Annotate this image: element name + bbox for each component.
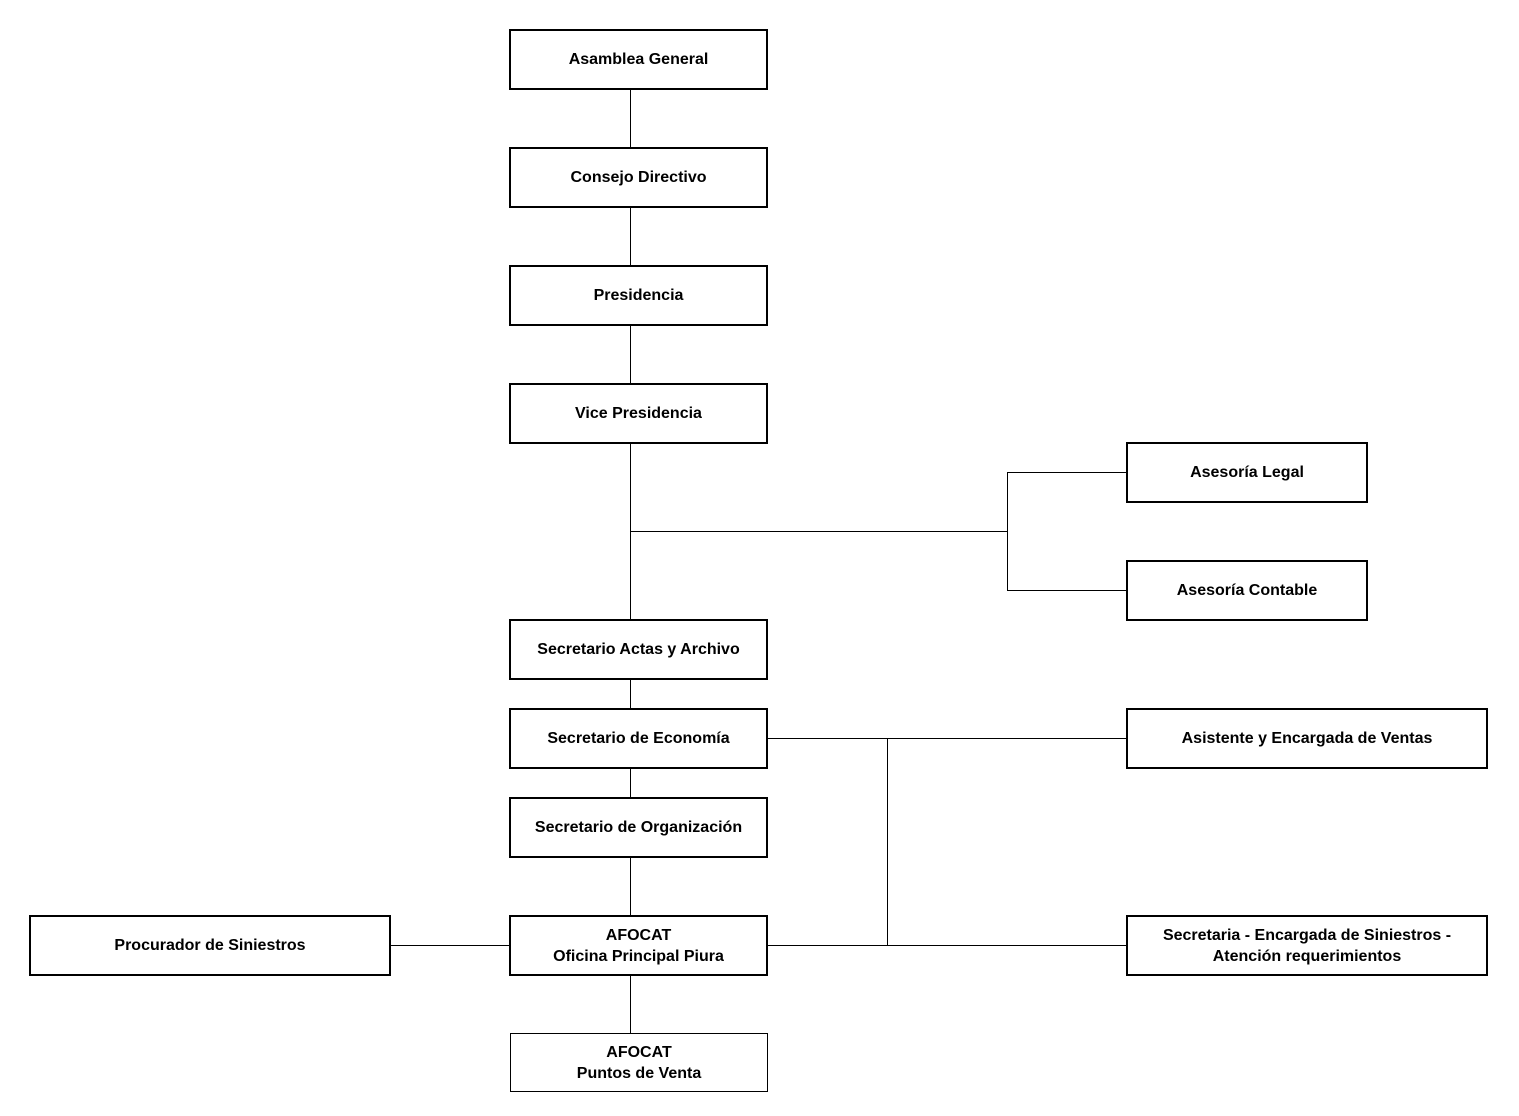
node-label-line1: AFOCAT: [605, 926, 672, 944]
node-label-line2: Puntos de Venta: [576, 1064, 702, 1082]
node-vice-presidencia: Vice Presidencia: [509, 383, 768, 444]
connector-contable: [1007, 590, 1128, 591]
connector-economia-ventas: [767, 738, 1128, 739]
node-afocat-oficina-principal: AFOCAT Oficina Principal Piura: [509, 915, 768, 976]
node-asesoria-legal: Asesoría Legal: [1126, 442, 1368, 503]
node-label: Secretario Actas y Archivo: [537, 641, 740, 658]
node-label: Secretario de Economía: [547, 730, 730, 747]
node-label: Asesoría Legal: [1190, 464, 1304, 481]
node-presidencia: Presidencia: [509, 265, 768, 326]
node-label: Asistente y Encargada de Ventas: [1181, 730, 1433, 747]
connector-legal: [1007, 472, 1128, 473]
node-secretario-economia: Secretario de Economía: [509, 708, 768, 769]
node-afocat-puntos-venta: AFOCAT Puntos de Venta: [510, 1033, 768, 1092]
connector-economia-vertical: [887, 738, 888, 946]
connector-advisory-horizontal: [630, 531, 1008, 532]
node-secretario-actas: Secretario Actas y Archivo: [509, 619, 768, 680]
node-label: Procurador de Siniestros: [114, 937, 306, 954]
node-consejo-directivo: Consejo Directivo: [509, 147, 768, 208]
node-asistente-ventas: Asistente y Encargada de Ventas: [1126, 708, 1488, 769]
node-label: Secretario de Organización: [534, 819, 743, 836]
node-label: Asamblea General: [568, 51, 709, 68]
node-label: Asesoría Contable: [1176, 582, 1318, 599]
connector-procurador-oficina: [390, 945, 511, 946]
node-secretaria-siniestros: Secretaria - Encargada de Siniestros - A…: [1126, 915, 1488, 976]
node-asesoria-contable: Asesoría Contable: [1126, 560, 1368, 621]
node-label-line2: Oficina Principal Piura: [553, 947, 724, 965]
connector-oficina-secretaria: [767, 945, 1128, 946]
node-label: Vice Presidencia: [575, 405, 702, 422]
node-label: Consejo Directivo: [570, 169, 707, 186]
node-secretario-organizacion: Secretario de Organización: [509, 797, 768, 858]
connector-main-vertical: [630, 89, 631, 1034]
connector-advisory-vertical: [1007, 472, 1008, 591]
node-procurador-siniestros: Procurador de Siniestros: [29, 915, 391, 976]
node-label: Presidencia: [593, 287, 684, 304]
node-label-line2: Atención requerimientos: [1212, 947, 1402, 965]
node-label-line1: Secretaria - Encargada de Siniestros -: [1162, 926, 1452, 944]
node-asamblea-general: Asamblea General: [509, 29, 768, 90]
node-label-line1: AFOCAT: [606, 1043, 672, 1061]
